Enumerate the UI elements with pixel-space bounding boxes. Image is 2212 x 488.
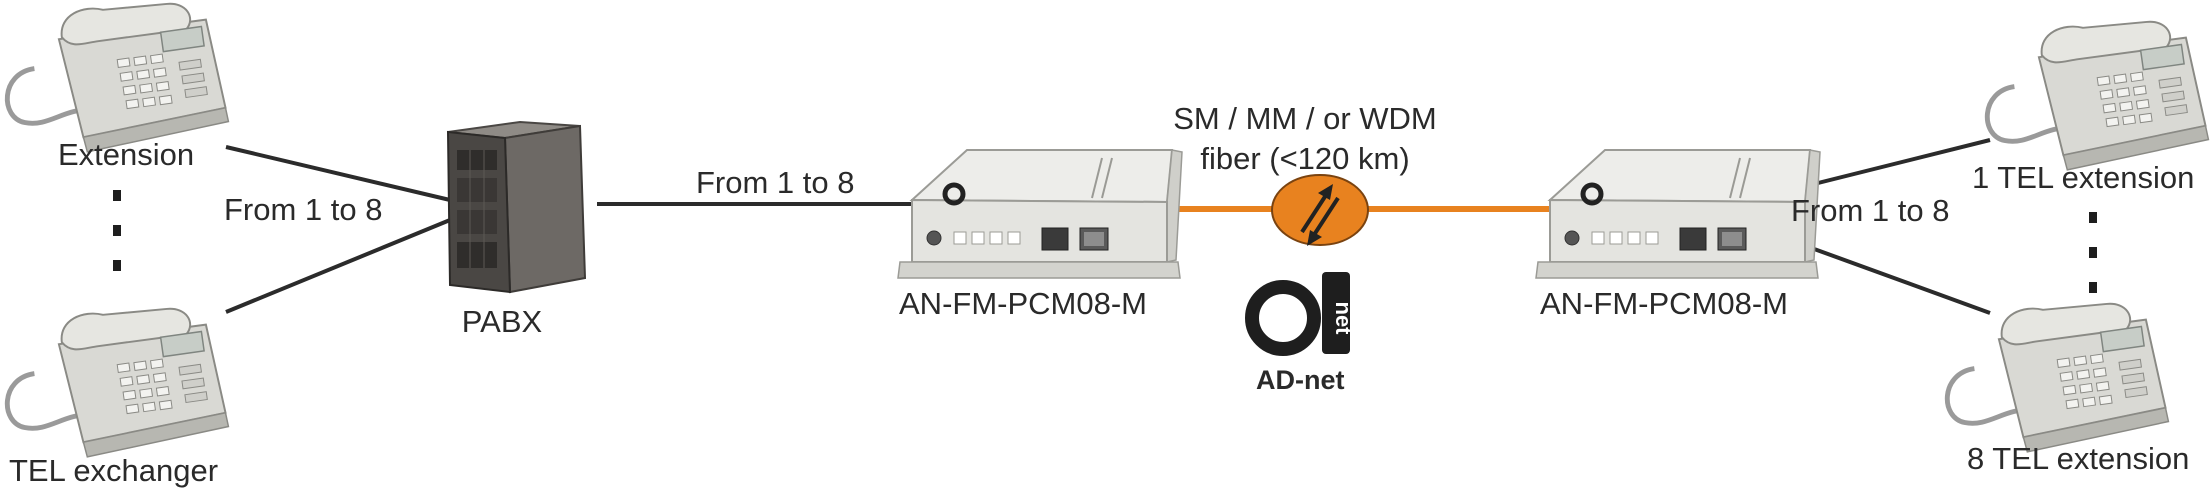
label-device-right: AN-FM-PCM08-M <box>1540 286 1788 321</box>
label-tel-ext-1: 1 TEL extension <box>1972 160 2195 195</box>
fiber-converter-icon <box>898 150 1182 278</box>
label-extension: Extension <box>58 137 195 172</box>
pabx-cabinet-icon <box>446 120 587 294</box>
wire-extension-to-pabx <box>225 145 451 202</box>
logo-caption: AD-net <box>1256 365 1345 395</box>
telephone-icon <box>7 309 228 457</box>
label-from-right: From 1 to 8 <box>1791 193 1950 228</box>
fiber-link-arrows-icon <box>1271 174 1369 246</box>
fiber-converter-icon <box>1536 150 1820 278</box>
label-from-mid: From 1 to 8 <box>696 165 855 200</box>
ellipsis-dots-left <box>113 190 123 295</box>
logo-mark-text: net <box>1331 302 1356 336</box>
label-from-left: From 1 to 8 <box>224 192 383 227</box>
ellipsis-dots-right <box>2089 212 2099 317</box>
adnet-logo: net <box>1245 272 1356 356</box>
label-device-left: AN-FM-PCM08-M <box>899 286 1147 321</box>
telephone-icon <box>7 4 228 152</box>
telephone-icon <box>1987 22 2208 170</box>
label-tel-ext-8: 8 TEL extension <box>1967 441 2190 476</box>
label-tel-exchanger: TEL exchanger <box>9 453 219 488</box>
label-fiber-line1: SM / MM / or WDM <box>1173 101 1437 136</box>
telephone-icon <box>1947 304 2168 452</box>
wire-exchanger-to-pabx <box>225 218 451 314</box>
label-fiber-line2: fiber (<120 km) <box>1200 141 1410 176</box>
label-pabx: PABX <box>461 304 543 339</box>
